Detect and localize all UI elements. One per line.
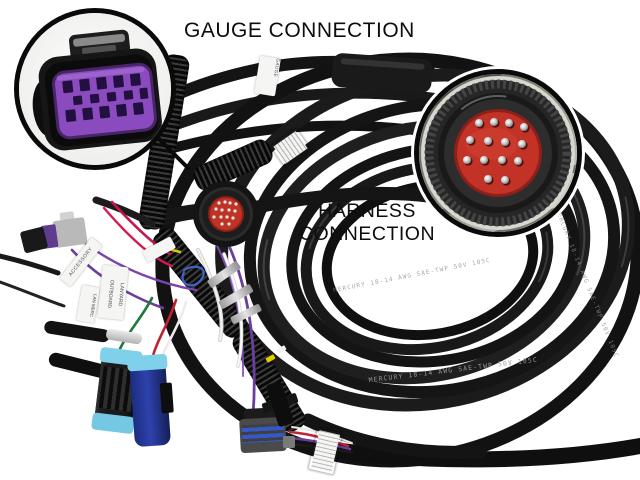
gauge-connector-inset (14, 8, 176, 170)
gray-connector-latch (283, 436, 295, 448)
gauge-connection-label: GAUGE CONNECTION (184, 19, 415, 42)
connector-latch (159, 382, 174, 414)
harness-connection-label: HARNESS CONNECTION (298, 200, 436, 245)
mid-round-connector (193, 181, 259, 247)
blue-cylindrical-connector (126, 353, 174, 448)
harness-pins (463, 118, 530, 186)
gauge-connector-artwork (19, 13, 171, 165)
harness-connector-inset (414, 69, 582, 237)
connector-seal (126, 353, 168, 372)
harness-connector-artwork (419, 74, 577, 232)
lanyard-flag-label: LANYARD OUTBOARD (97, 264, 129, 321)
